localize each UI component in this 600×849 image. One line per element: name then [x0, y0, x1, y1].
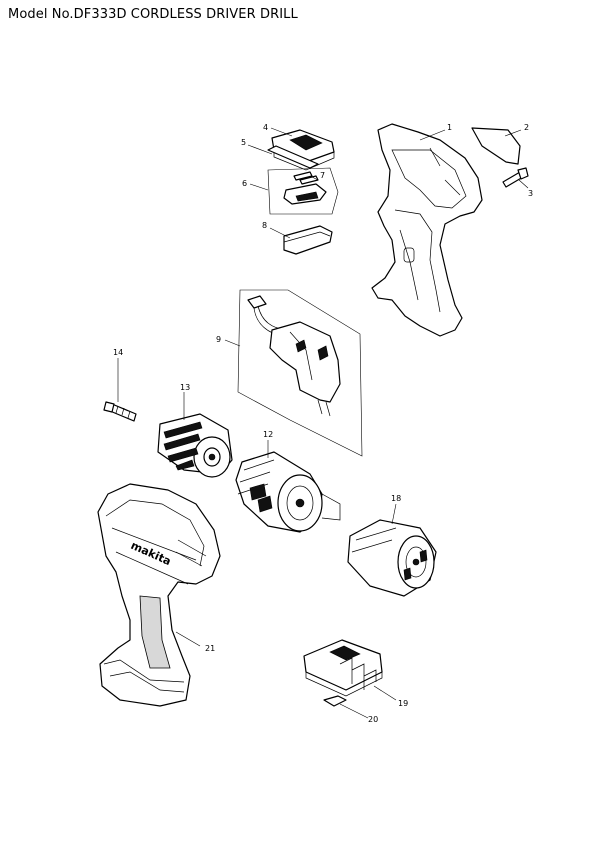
- part-3-screw[interactable]: [502, 167, 529, 188]
- callout-5: 5: [241, 138, 246, 147]
- part-13-chuck[interactable]: [157, 413, 233, 478]
- callout-12: 12: [263, 430, 273, 439]
- part-18-motor[interactable]: [347, 519, 437, 597]
- part-19-controller[interactable]: [303, 639, 383, 697]
- callout-13: 13: [180, 383, 190, 392]
- callout-19: 19: [398, 699, 408, 708]
- part-21-housing-set[interactable]: makita: [97, 483, 221, 707]
- part-2-plate[interactable]: [471, 127, 521, 165]
- callout-18: 18: [391, 494, 401, 503]
- part-6-assembly-box[interactable]: [267, 167, 339, 215]
- callout-6: 6: [242, 179, 247, 188]
- callout-20: 20: [368, 715, 378, 724]
- leader-lines: [117, 127, 529, 719]
- callout-21: 21: [205, 644, 215, 653]
- callout-8: 8: [262, 221, 267, 230]
- part-20-plate[interactable]: [323, 695, 347, 707]
- part-12-gear-assembly[interactable]: [235, 451, 341, 533]
- part-number-callouts: 1 2 3 4 5 6 7 8 9 12 13 14 18 19 20 21: [113, 123, 533, 724]
- callout-2: 2: [524, 123, 529, 132]
- callout-3: 3: [528, 189, 533, 198]
- callout-7: 7: [320, 171, 325, 180]
- part-14-screw[interactable]: [103, 401, 137, 422]
- part-8-button[interactable]: [283, 225, 333, 255]
- callout-9: 9: [216, 335, 221, 344]
- callout-14: 14: [113, 348, 123, 357]
- callout-4: 4: [263, 123, 268, 132]
- page-title: Model No.DF333D CORDLESS DRIVER DRILL: [8, 7, 298, 22]
- part-9-switch-box[interactable]: [237, 289, 363, 457]
- part-5-plate[interactable]: [267, 145, 319, 169]
- part-1-housing[interactable]: [371, 123, 483, 337]
- callout-1: 1: [447, 123, 452, 132]
